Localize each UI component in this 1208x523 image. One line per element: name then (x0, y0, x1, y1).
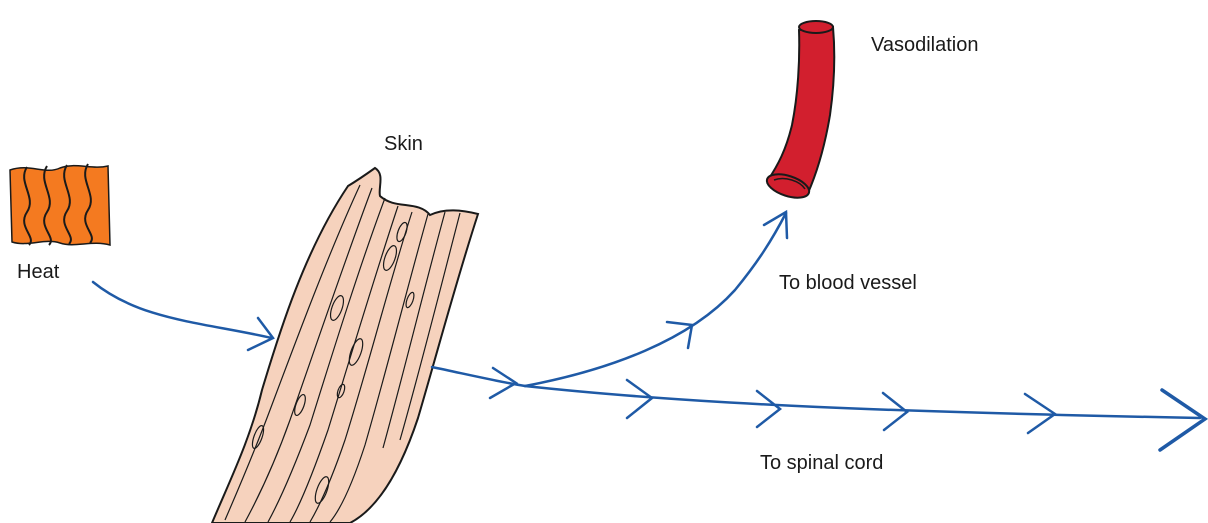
heat-label: Heat (17, 261, 59, 284)
to-spinal-cord-label: To spinal cord (760, 452, 883, 475)
heat-to-skin-arrow (93, 282, 273, 350)
heat-icon (10, 164, 110, 245)
to-spinal-cord-arrow (525, 380, 1205, 450)
skin-label: Skin (384, 133, 423, 156)
blood-vessel-icon (764, 21, 834, 202)
skin-to-branch-arrow (432, 367, 525, 398)
vasodilation-label: Vasodilation (871, 34, 978, 57)
to-blood-vessel-arrow (525, 212, 787, 386)
skin-tissue-icon (212, 168, 478, 523)
to-blood-vessel-label: To blood vessel (779, 272, 917, 295)
